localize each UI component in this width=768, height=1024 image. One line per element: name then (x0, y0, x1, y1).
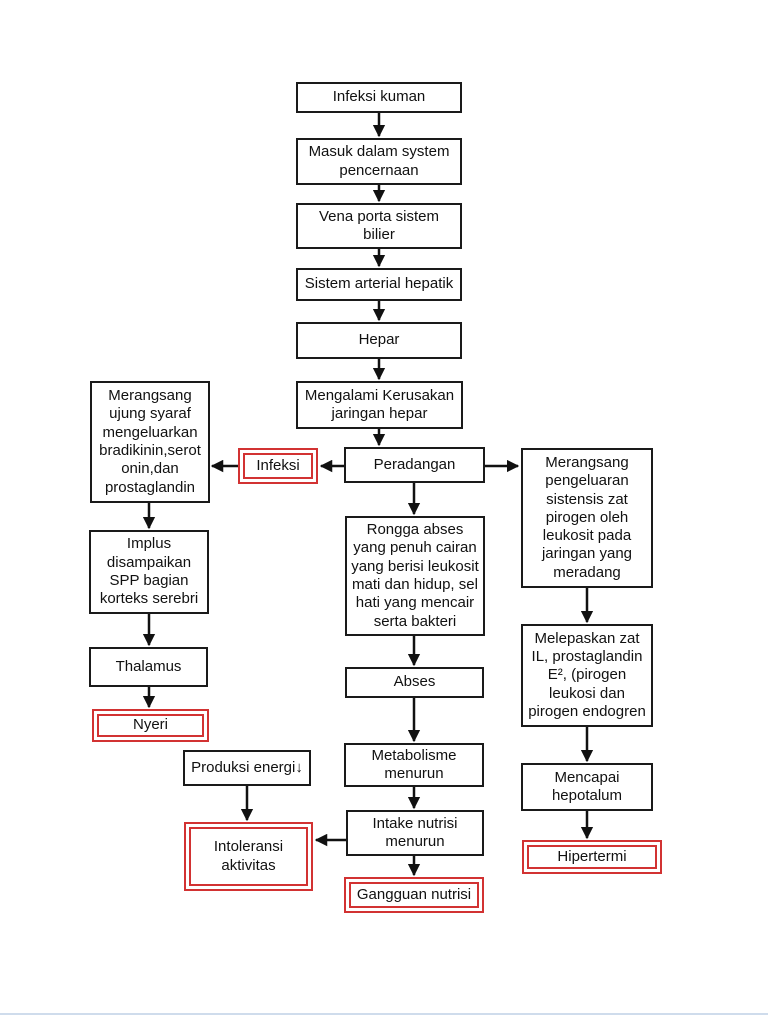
node-metabolisme-menurun: Metabolisme menurun (344, 743, 484, 787)
page-separator-line (0, 1013, 768, 1015)
node-thalamus: Thalamus (89, 647, 208, 687)
node-produksi-energi: Produksi energi↓ (183, 750, 311, 786)
node-melepaskan-zat: Melepaskan zat IL, prostaglandin E², (pi… (521, 624, 653, 727)
node-intoleransi-aktivitas-label: Intoleransi aktivitas (189, 827, 308, 886)
node-hepar: Hepar (296, 322, 462, 359)
node-rongga-abses: Rongga abses yang penuh cairan yang beri… (345, 516, 485, 636)
node-vena-porta: Vena porta sistem bilier (296, 203, 462, 249)
node-implus-spp: Implus disampaikan SPP bagian korteks se… (89, 530, 209, 614)
node-infeksi-alert: Infeksi (238, 448, 318, 484)
node-merangsang-syaraf: Merangsang ujung syaraf mengeluarkan bra… (90, 381, 210, 503)
node-abses: Abses (345, 667, 484, 698)
node-sistem-arterial: Sistem arterial hepatik (296, 268, 462, 301)
node-hipertermi-alert: Hipertermi (522, 840, 662, 874)
node-gangguan-nutrisi-alert: Gangguan nutrisi (344, 877, 484, 913)
node-intoleransi-aktivitas-alert: Intoleransi aktivitas (184, 822, 313, 891)
node-masuk-sistem-pencernaan: Masuk dalam system pencernaan (296, 138, 462, 185)
node-intake-nutrisi-menurun: Intake nutrisi menurun (346, 810, 484, 856)
node-infeksi-kuman: Infeksi kuman (296, 82, 462, 113)
node-kerusakan-jaringan: Mengalami Kerusakan jaringan hepar (296, 381, 463, 429)
node-peradangan: Peradangan (344, 447, 485, 483)
node-nyeri-alert: Nyeri (92, 709, 209, 742)
node-infeksi-label: Infeksi (243, 453, 313, 479)
node-mencapai-hepotalum: Mencapai hepotalum (521, 763, 653, 811)
node-gangguan-nutrisi-label: Gangguan nutrisi (349, 882, 479, 908)
node-nyeri-label: Nyeri (97, 714, 204, 737)
node-merangsang-pirogen: Merangsang pengeluaran sistensis zat pir… (521, 448, 653, 588)
node-hipertermi-label: Hipertermi (527, 845, 657, 869)
